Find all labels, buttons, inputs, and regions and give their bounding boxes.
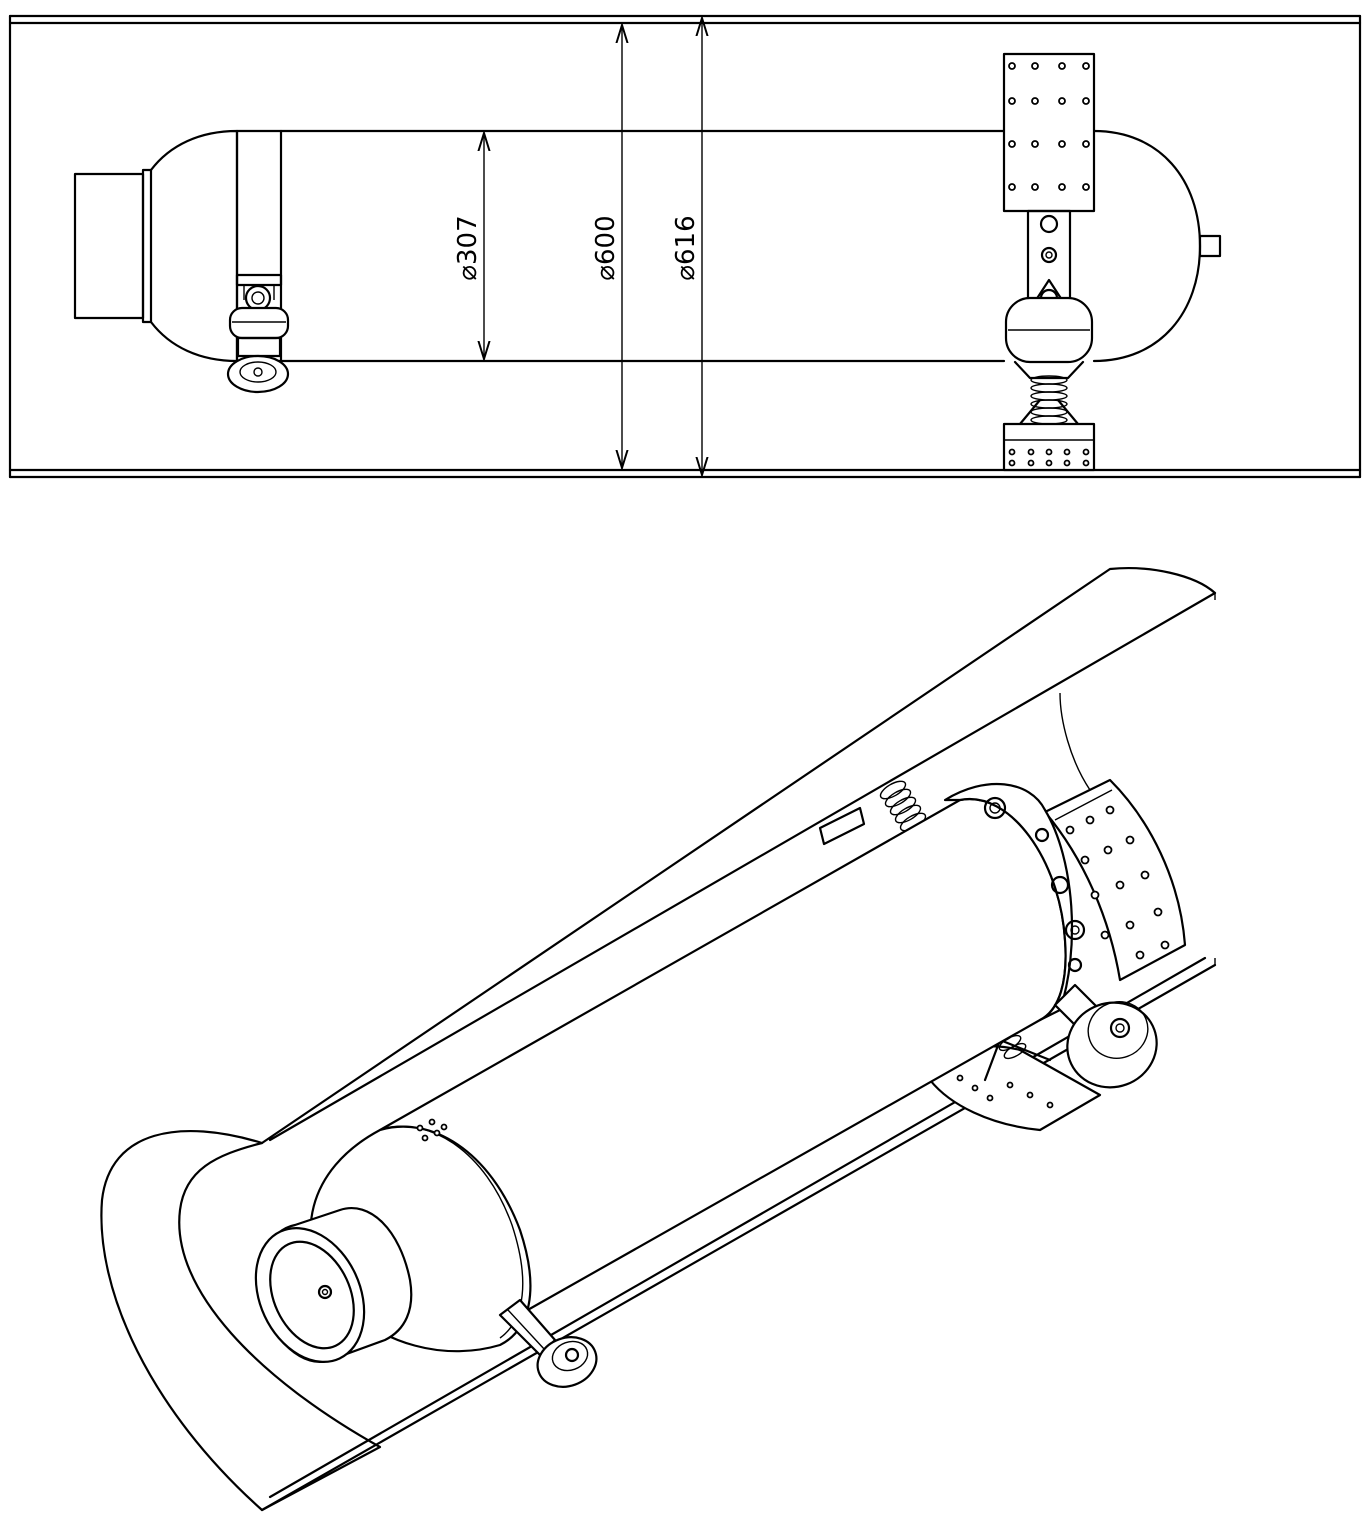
robot-body-isometric (378, 782, 1086, 1322)
spring (1030, 375, 1068, 425)
front-wheel-isometric (498, 1298, 598, 1388)
dome-holes (416, 1118, 448, 1142)
svg-text:⌀616: ⌀616 (671, 215, 701, 280)
rear-wheel-isometric (1053, 983, 1158, 1089)
rear-mounting-plate (1043, 778, 1187, 982)
front-nose-cylinder (254, 1207, 413, 1363)
section-view: ⌀307 ⌀600 ⌀616 (8, 14, 1362, 479)
svg-text:⌀600: ⌀600 (591, 215, 621, 280)
mounting-plate (1002, 52, 1096, 213)
pipe-wall-top (8, 14, 1362, 25)
rear-support-assembly (1002, 52, 1096, 472)
dimension-label-616: ⌀616 (671, 215, 701, 280)
lower-bracket-holes (956, 1074, 1054, 1109)
dimension-label-307: ⌀307 (453, 215, 483, 280)
isometric-view (100, 567, 1217, 1512)
dimension-label-600: ⌀600 (591, 215, 621, 280)
upper-spring (818, 780, 927, 846)
front-wheel-assembly (226, 273, 290, 394)
robot-body-side (73, 129, 1222, 363)
base-plate-holes (1008, 448, 1090, 467)
rear-plate-holes (1065, 805, 1170, 960)
mounting-plate-holes (1008, 62, 1090, 191)
pipe-wall-bottom (8, 468, 1362, 479)
svg-text:⌀307: ⌀307 (453, 215, 483, 280)
half-pipe-shell (100, 567, 1217, 1512)
